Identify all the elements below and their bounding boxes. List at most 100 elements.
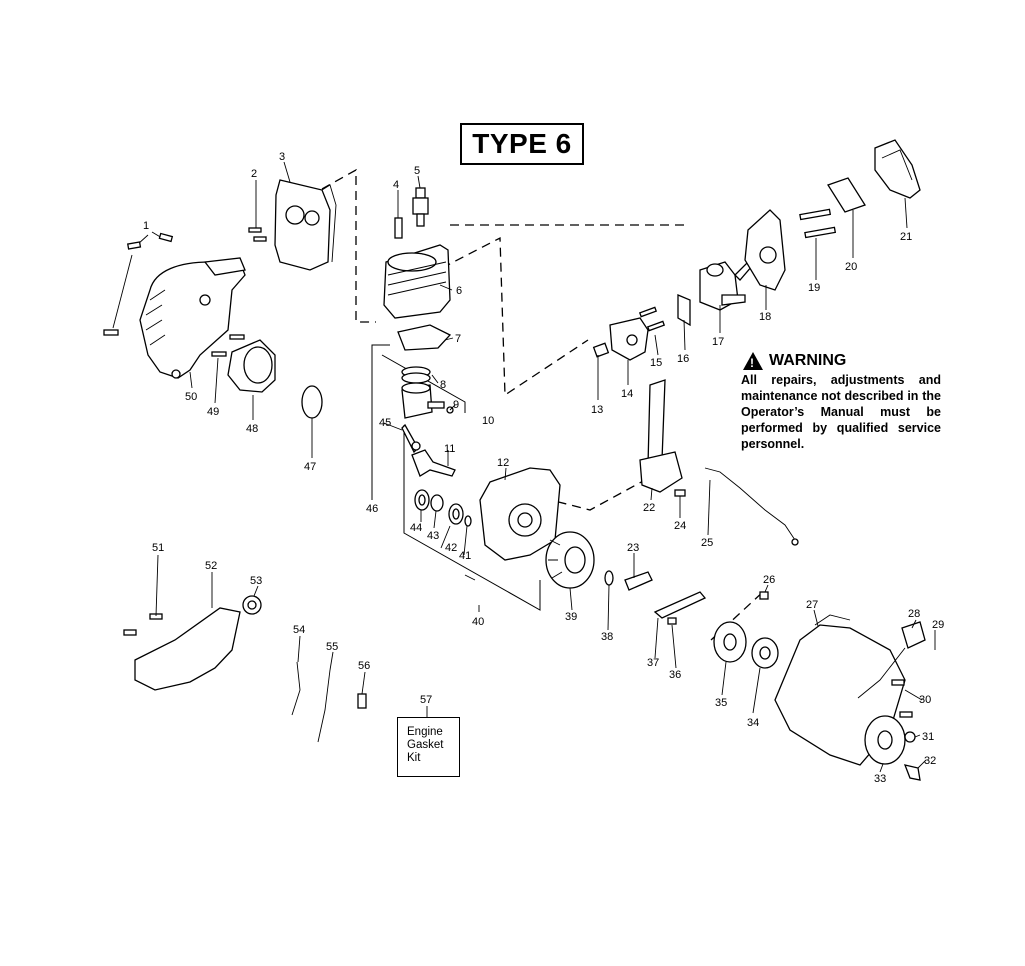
part-spark-plug-5 xyxy=(412,187,429,227)
part-crankcase-12 xyxy=(479,467,561,561)
kit-line-1: Engine xyxy=(407,726,443,738)
part-screw-24 xyxy=(674,489,686,497)
callout-1: 1 xyxy=(143,220,149,232)
callout-9: 9 xyxy=(453,399,459,411)
part-screws-49 xyxy=(211,334,245,357)
part-pulley-33 xyxy=(864,715,906,765)
part-nut-53 xyxy=(242,595,262,615)
warning-text: All repairs, adjustments and maintenance… xyxy=(741,373,941,451)
callout-33: 33 xyxy=(874,773,886,785)
callout-47: 47 xyxy=(304,461,316,473)
part-seal-44 xyxy=(414,489,430,511)
callout-56: 56 xyxy=(358,660,370,672)
part-flywheel-39 xyxy=(545,531,595,589)
callout-51: 51 xyxy=(152,542,164,554)
callout-39: 39 xyxy=(565,611,577,623)
kit-line-3: Kit xyxy=(407,752,421,764)
callout-12: 12 xyxy=(497,457,509,469)
part-fuel-line-54 xyxy=(291,661,301,716)
callout-14: 14 xyxy=(621,388,633,400)
part-gasket-16 xyxy=(677,294,691,327)
part-nut-26 xyxy=(759,591,769,600)
warning-notice: ! WARNING All repairs, adjustments and m… xyxy=(741,352,941,452)
warning-triangle-icon: ! xyxy=(743,352,763,370)
callout-53: 53 xyxy=(250,575,262,587)
part-piston-10 xyxy=(401,382,454,419)
kit-line-2: Gasket xyxy=(407,739,444,751)
callout-29: 29 xyxy=(932,619,944,631)
part-pulley-35 xyxy=(713,621,747,663)
part-screws-1 xyxy=(103,231,174,336)
part-rope-29 xyxy=(857,647,906,699)
callout-45: 45 xyxy=(379,417,391,429)
part-wire-25 xyxy=(704,467,799,546)
callout-46: 46 xyxy=(366,503,378,515)
part-air-box-3 xyxy=(274,179,337,271)
callout-43: 43 xyxy=(427,530,439,542)
part-muffler-48 xyxy=(227,339,276,393)
callout-6: 6 xyxy=(456,285,462,297)
callout-5: 5 xyxy=(414,165,420,177)
part-adapter-14 xyxy=(609,317,649,361)
assembly-dash-lines xyxy=(321,168,766,641)
part-filter-20 xyxy=(827,177,866,213)
callout-17: 17 xyxy=(712,336,724,348)
part-switch-37 xyxy=(653,591,707,619)
part-fitting-56 xyxy=(357,693,367,709)
warning-heading: WARNING xyxy=(769,352,847,369)
part-bolt-4 xyxy=(394,217,403,239)
callout-2: 2 xyxy=(251,168,257,180)
part-screws-19 xyxy=(799,208,837,239)
callout-36: 36 xyxy=(669,669,681,681)
part-nut-31 xyxy=(904,731,916,743)
part-cylinder-6 xyxy=(383,244,451,319)
callout-7: 7 xyxy=(455,333,461,345)
part-filter-housing-18 xyxy=(744,209,786,291)
callout-3: 3 xyxy=(279,151,285,163)
part-screws-30 xyxy=(891,679,913,718)
callout-37: 37 xyxy=(647,657,659,669)
part-o-ring-47 xyxy=(301,385,323,419)
engine-gasket-kit-box: Engine Gasket Kit xyxy=(397,717,460,777)
callout-49: 49 xyxy=(207,406,219,418)
callout-11: 11 xyxy=(444,443,455,455)
callout-21: 21 xyxy=(900,231,912,243)
callout-50: 50 xyxy=(185,391,197,403)
callout-20: 20 xyxy=(845,261,857,273)
callout-16: 16 xyxy=(677,353,689,365)
callout-25: 25 xyxy=(701,537,713,549)
callout-48: 48 xyxy=(246,423,258,435)
part-ignition-module-22 xyxy=(639,379,683,493)
part-gasket-13 xyxy=(592,342,610,358)
part-bearing-43 xyxy=(430,494,444,512)
part-pawl-32 xyxy=(903,764,921,781)
part-washer-41 xyxy=(464,515,472,527)
callout-28: 28 xyxy=(908,608,920,620)
callout-32: 32 xyxy=(924,755,936,767)
callout-34: 34 xyxy=(747,717,759,729)
callout-leaders xyxy=(155,161,936,773)
part-cover-50 xyxy=(139,257,246,379)
callout-10: 10 xyxy=(482,415,494,427)
callout-44: 44 xyxy=(410,522,422,534)
part-crankshaft-11 xyxy=(411,449,456,477)
callout-23: 23 xyxy=(627,542,639,554)
type-title: TYPE 6 xyxy=(460,123,584,165)
part-spring-34 xyxy=(751,637,779,669)
callout-18: 18 xyxy=(759,311,771,323)
callout-52: 52 xyxy=(205,560,217,572)
part-pin-23 xyxy=(624,571,653,591)
callout-27: 27 xyxy=(806,599,818,611)
callout-35: 35 xyxy=(715,697,727,709)
part-filter-cover-21 xyxy=(874,139,921,199)
callout-30: 30 xyxy=(919,694,931,706)
callout-24: 24 xyxy=(674,520,686,532)
part-washer-38 xyxy=(604,570,614,586)
callout-19: 19 xyxy=(808,282,820,294)
callout-40: 40 xyxy=(472,616,484,628)
part-screws-51 xyxy=(123,613,163,636)
part-seal-42 xyxy=(448,503,464,525)
callout-38: 38 xyxy=(601,631,613,643)
